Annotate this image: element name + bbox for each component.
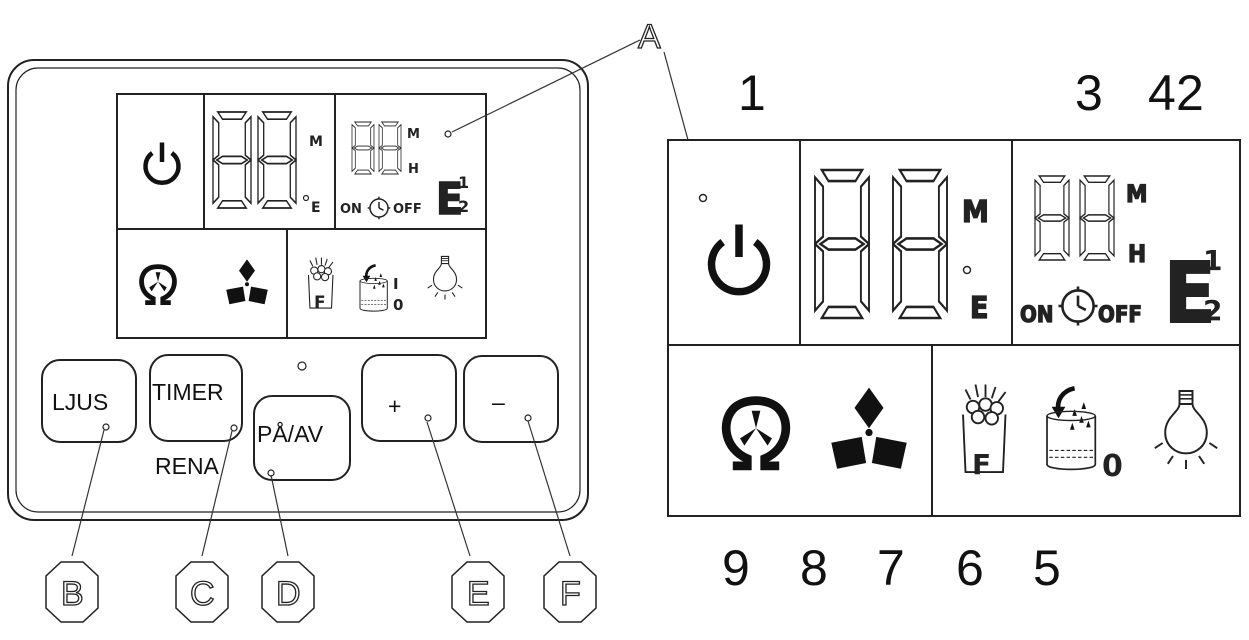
small-switch-off: 0 <box>393 296 403 314</box>
small-lcd: M E M H ON OFF E 1 2 F I 0 <box>116 93 487 339</box>
small-off-label: OFF <box>393 202 422 217</box>
svg-text:+: + <box>388 393 401 419</box>
enlarged-lcd-frame <box>667 139 1241 517</box>
small-err-2: 2 <box>458 197 469 216</box>
label-9: 9 <box>722 540 750 596</box>
svg-text:PÅ/AV: PÅ/AV <box>257 420 324 447</box>
callout-d: D <box>261 561 315 623</box>
small-unit-c: E <box>311 200 321 216</box>
power-indicator-dot <box>297 361 307 371</box>
big-err-1: 1 <box>1203 244 1222 277</box>
clean-label: RENA <box>155 453 220 479</box>
timer-label: TIMER <box>152 379 224 405</box>
small-switch-on: I <box>393 275 399 293</box>
svg-text:F: F <box>560 575 581 613</box>
label-6: 6 <box>956 540 984 596</box>
label-2: 2 <box>1176 65 1204 121</box>
control-panel: M E M H ON OFF E 1 2 F I 0 LJUS <box>7 59 589 521</box>
big-unit-h: H <box>1128 240 1146 268</box>
big-on-label: ON <box>1020 303 1053 328</box>
light-button[interactable]: LJUS <box>41 359 137 443</box>
small-unit-h: H <box>408 162 419 177</box>
small-indicator-dot <box>444 130 452 138</box>
big-unit-c: E <box>970 291 988 326</box>
power-button[interactable]: PÅ/AV <box>253 395 351 481</box>
svg-text:–: – <box>492 389 505 415</box>
label-7: 7 <box>877 540 905 596</box>
callout-a: A <box>638 18 661 56</box>
small-on-label: ON <box>340 202 362 217</box>
small-error-e: E <box>436 174 463 225</box>
big-unit-m2: M <box>1126 180 1148 208</box>
small-unit-m2: M <box>407 127 420 142</box>
svg-text:E: E <box>467 575 490 613</box>
label-5: 5 <box>1033 540 1061 596</box>
big-error-e: E <box>1164 244 1216 342</box>
big-off-label: OFF <box>1098 303 1142 328</box>
plus-button[interactable]: + <box>361 354 457 442</box>
svg-text:D: D <box>276 575 301 613</box>
big-err-2: 2 <box>1203 294 1222 327</box>
callout-c: C <box>175 561 229 623</box>
big-switch-off: 0 <box>1102 449 1123 484</box>
big-filter-f: F <box>972 448 991 481</box>
big-indicator-dot <box>698 193 708 203</box>
svg-text:C: C <box>190 575 215 613</box>
panel-inner-frame <box>15 67 581 513</box>
callout-b: B <box>45 561 99 623</box>
callout-f: F <box>543 561 597 623</box>
label-1: 1 <box>738 65 766 121</box>
big-unit-m: M <box>962 195 989 230</box>
label-4: 4 <box>1148 65 1176 121</box>
enlarged-display: 1 3 4 2 M E M H ON OFF E 1 2 F 0 9 8 <box>667 65 1241 596</box>
label-8: 8 <box>800 540 828 596</box>
callout-e: E <box>451 561 505 623</box>
label-3: 3 <box>1075 65 1103 121</box>
small-filter-f: F <box>314 293 326 313</box>
svg-text:LJUS: LJUS <box>52 389 108 415</box>
svg-text:B: B <box>61 575 84 613</box>
small-err-1: 1 <box>458 173 469 192</box>
minus-button[interactable]: – <box>463 355 559 443</box>
timer-button[interactable]: TIMER <box>149 354 243 442</box>
small-unit-m: M <box>309 134 323 150</box>
